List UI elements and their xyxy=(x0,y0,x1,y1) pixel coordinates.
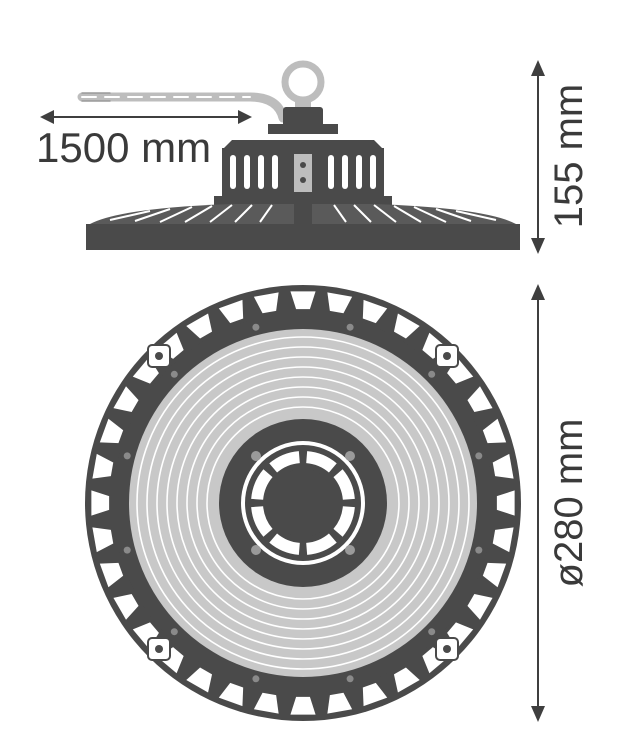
lens-ring xyxy=(176,376,430,630)
hub-slot xyxy=(333,469,355,500)
rim-screw xyxy=(170,628,178,636)
fin-slot xyxy=(92,453,114,479)
fin-ring xyxy=(91,291,515,715)
center-cap xyxy=(269,469,337,537)
hub-slot xyxy=(306,533,337,555)
center-hub-ring xyxy=(241,441,365,565)
fin-slot xyxy=(492,527,514,553)
hub-slot xyxy=(269,533,300,555)
lifting-eye xyxy=(281,60,325,112)
fin-slot xyxy=(91,490,110,516)
fin-slot xyxy=(186,667,213,693)
lens-ring xyxy=(206,406,400,600)
hub-slot xyxy=(333,506,355,537)
height-label: 155 mm xyxy=(547,84,591,229)
cable-length-label: 1500 mm xyxy=(36,124,211,171)
cable-length-dimension: 1500 mm xyxy=(36,110,252,171)
rim-screw xyxy=(475,546,483,554)
lens-ring xyxy=(156,356,450,650)
lens-rings xyxy=(136,336,470,670)
rim-screws xyxy=(123,323,483,683)
lens-ring xyxy=(146,346,460,660)
fin-slot xyxy=(327,292,353,314)
fin-slot xyxy=(99,562,124,588)
rim-screw xyxy=(428,370,436,378)
rim-screw xyxy=(252,675,260,683)
fin-slot xyxy=(290,696,316,715)
fin-slot xyxy=(496,490,515,516)
top-view: ø280 mm xyxy=(85,284,591,722)
fin-slot xyxy=(327,692,353,714)
fin-slot xyxy=(186,313,213,339)
cable xyxy=(77,92,288,123)
lens-ring xyxy=(196,396,410,610)
lens-ring xyxy=(166,366,440,640)
fin-slot xyxy=(113,386,139,413)
housing-fins xyxy=(230,154,376,192)
height-dimension: 155 mm xyxy=(531,60,591,254)
rim-screw xyxy=(475,452,483,460)
fin-slot xyxy=(253,292,279,314)
diameter-dimension: ø280 mm xyxy=(531,284,591,722)
fin-slot xyxy=(290,291,316,310)
fin-slot xyxy=(253,692,279,714)
rim-screw xyxy=(346,323,354,331)
fin-slot xyxy=(218,682,244,707)
fin-slot xyxy=(218,299,244,324)
rim-screw xyxy=(123,452,131,460)
fin-slot xyxy=(92,527,114,553)
hub-slot xyxy=(306,451,337,473)
fin-slot xyxy=(467,386,493,413)
rim-screw xyxy=(346,675,354,683)
heatsink-disk xyxy=(86,204,520,250)
side-view: 1500 mm 155 mm xyxy=(36,60,591,254)
lens-ring xyxy=(136,336,470,670)
fin-slot xyxy=(362,682,388,707)
fin-slot xyxy=(492,453,514,479)
fin-slot xyxy=(362,299,388,324)
fin-slot xyxy=(99,418,124,444)
lens-ring xyxy=(186,386,420,620)
fin-slot xyxy=(393,667,420,693)
diameter-label: ø280 mm xyxy=(547,419,591,588)
fin-slot xyxy=(482,562,507,588)
rim-screw xyxy=(252,323,260,331)
hub-slots xyxy=(251,451,355,555)
hub-slot xyxy=(251,469,273,500)
fin-slot xyxy=(113,593,139,620)
hub-screws xyxy=(251,451,355,555)
fin-slot xyxy=(393,313,420,339)
rim-screw xyxy=(428,628,436,636)
fin-slot xyxy=(482,418,507,444)
hub-slot xyxy=(269,451,300,473)
fin-slot xyxy=(467,593,493,620)
hub-slot xyxy=(251,506,273,537)
rim-screw xyxy=(123,546,131,554)
rim-screw xyxy=(170,370,178,378)
